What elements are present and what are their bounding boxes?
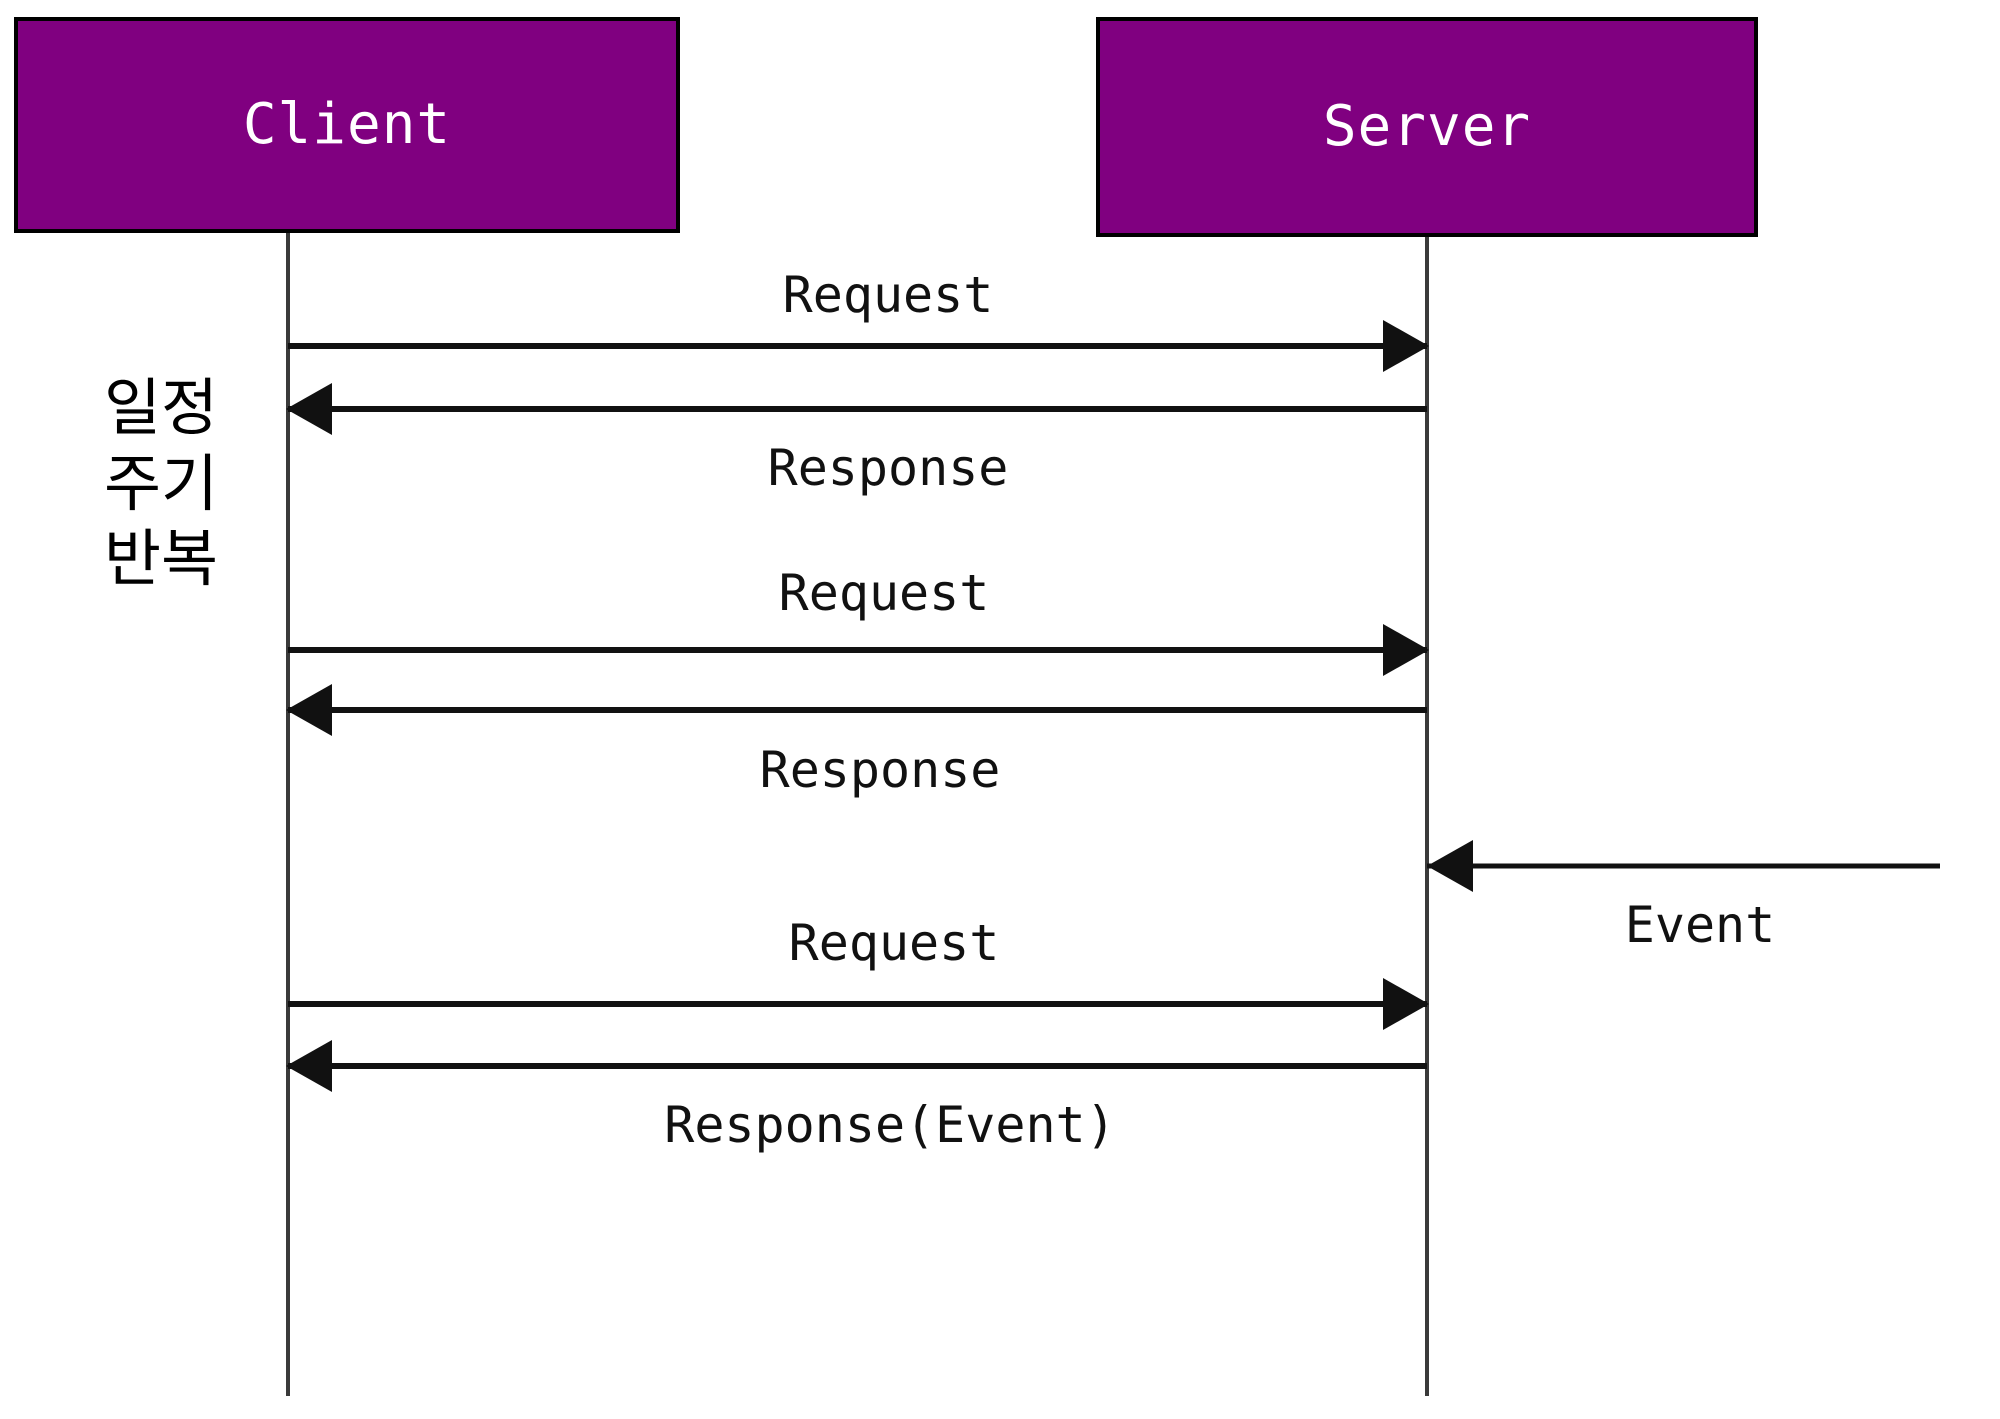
message-label-request-3: Request [788, 914, 1000, 972]
message-label-request-1: Request [782, 266, 994, 324]
message-arrow-req-2 [288, 624, 1429, 676]
annotation-line-0: 일정 [104, 371, 219, 444]
message-arrow-res-2 [286, 684, 1427, 736]
lifeline-server [1425, 237, 1429, 1396]
lifeline-client [286, 233, 290, 1396]
message-label-event: Event [1624, 896, 1776, 954]
message-arrow-event-in [1427, 840, 1940, 892]
message-arrow-req-1 [288, 320, 1429, 372]
message-arrow-res-3 [286, 1040, 1427, 1092]
annotation-line-2: 반복 [104, 522, 219, 596]
message-label-response-1: Response [767, 439, 1009, 497]
annotation-line-1: 주기 [104, 446, 219, 520]
actor-label-server: Server [1322, 94, 1532, 159]
actor-label-client: Client [242, 92, 452, 157]
message-arrow-req-3 [288, 978, 1429, 1030]
message-label-response-2: Response [759, 741, 1001, 799]
message-label-response-event: Response(Event) [664, 1096, 1116, 1154]
actor-box-client[interactable]: Client [14, 17, 680, 233]
message-label-request-2: Request [778, 564, 990, 622]
message-arrow-res-1 [286, 383, 1427, 435]
actor-box-server[interactable]: Server [1096, 17, 1758, 237]
